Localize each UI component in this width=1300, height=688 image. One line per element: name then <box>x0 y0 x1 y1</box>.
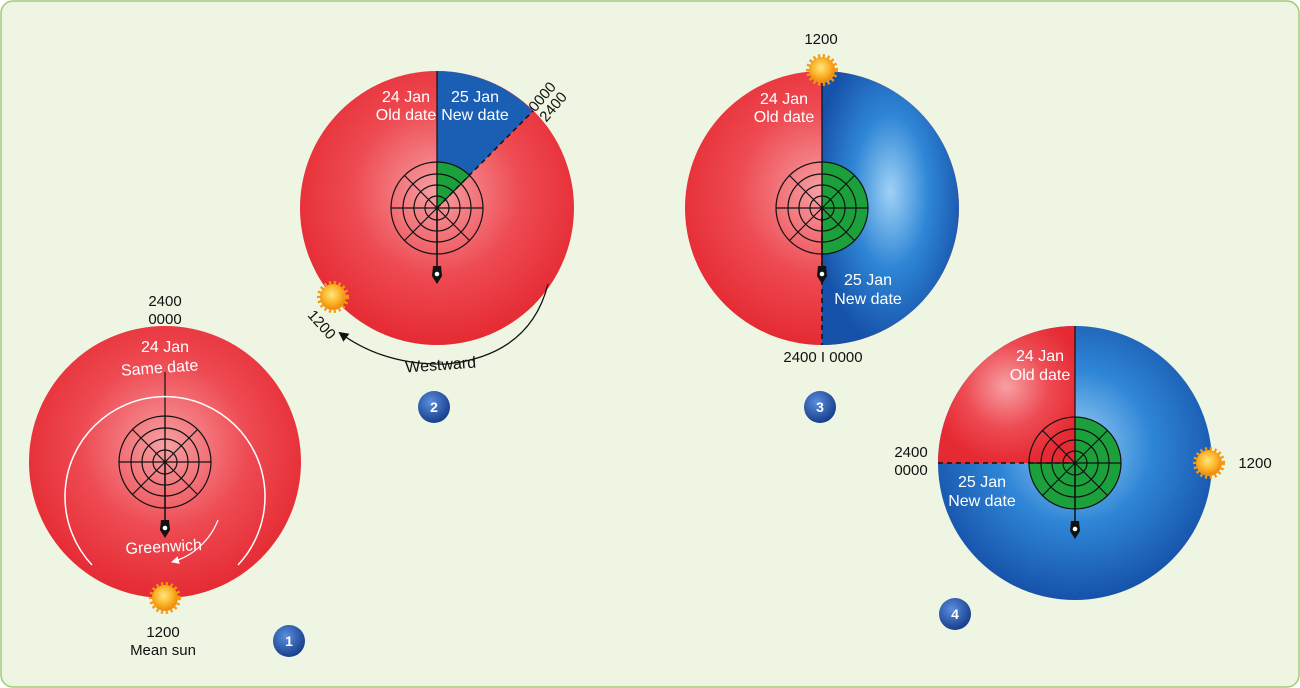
d2-new-date: 25 Jan <box>451 89 499 106</box>
d4-new-note: New date <box>948 493 1016 510</box>
d1-date-note: Same date <box>120 357 198 379</box>
sun-icon-1 <box>149 582 181 614</box>
d4-line-time-0000: 0000 <box>894 462 927 479</box>
d4-old-date: 24 Jan <box>1016 348 1064 365</box>
step-badge-2: 2 <box>418 391 450 423</box>
rotation-arrow-1 <box>171 519 219 564</box>
d3-old-date: 24 Jan <box>760 91 808 108</box>
d3-old-note: Old date <box>754 109 815 126</box>
sun-icon-4 <box>1193 447 1225 479</box>
d1-sun-label: Mean sun <box>130 642 196 659</box>
d1-top-time-0000: 0000 <box>148 311 181 328</box>
d4-new-date: 25 Jan <box>958 474 1006 491</box>
sun-icon-2 <box>317 281 349 313</box>
d4-sun-time: 1200 <box>1238 455 1271 472</box>
d3-new-note: New date <box>834 291 902 308</box>
diagram-4-three-quarter: 24 Jan Old date 25 Jan New date 2400 000… <box>894 326 1272 630</box>
d1-sun-time: 1200 <box>146 624 179 641</box>
old-date-quarter-4 <box>938 326 1075 463</box>
d2-old-date: 24 Jan <box>382 89 430 106</box>
svg-text:3: 3 <box>816 399 824 415</box>
westward-arrow <box>338 283 549 365</box>
svg-text:4: 4 <box>951 606 959 622</box>
d1-arc-label: Greenwich <box>125 537 202 558</box>
d2-old-note: Old date <box>376 107 437 124</box>
diagram-3-half: 1200 24 Jan Old date 25 Jan New date 240… <box>685 31 959 423</box>
d4-old-note: Old date <box>1010 367 1071 384</box>
step-badge-3: 3 <box>804 391 836 423</box>
d4-line-time-2400: 2400 <box>894 444 927 461</box>
step-badge-4: 4 <box>939 598 971 630</box>
d2-new-note: New date <box>441 107 509 124</box>
rotation-arc-1 <box>64 395 266 566</box>
diagram-1-greenwich: 2400 0000 24 Jan Same date Greenwich 120… <box>29 293 305 659</box>
sun-icon-3 <box>806 54 838 86</box>
d3-new-date: 25 Jan <box>844 272 892 289</box>
new-date-half-3 <box>822 71 959 345</box>
step-badge-1: 1 <box>273 625 305 657</box>
d1-top-time-2400: 2400 <box>148 293 181 310</box>
d3-sun-time: 1200 <box>804 31 837 48</box>
d3-line-time: 2400 I 0000 <box>783 349 862 366</box>
svg-text:2: 2 <box>430 399 438 415</box>
polar-new-date-sector-2 <box>437 161 470 208</box>
d1-date: 24 Jan <box>141 339 189 356</box>
svg-text:1: 1 <box>285 633 293 649</box>
d2-direction: Westward <box>405 355 477 377</box>
